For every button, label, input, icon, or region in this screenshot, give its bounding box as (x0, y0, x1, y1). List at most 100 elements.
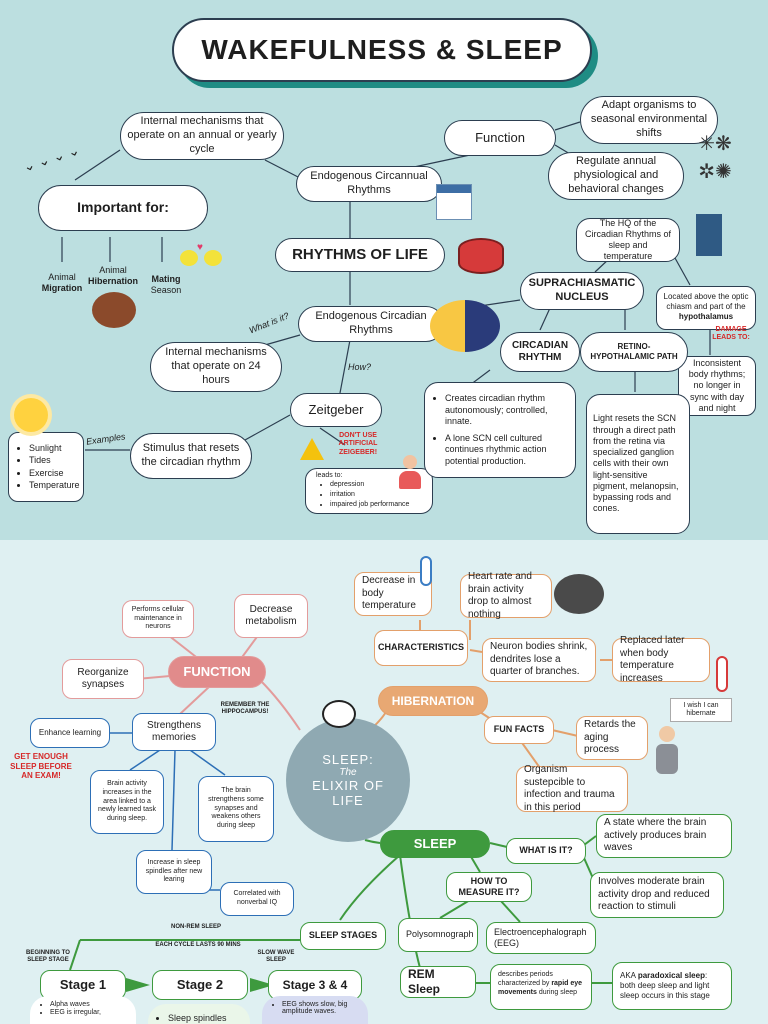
important-for-node: Important for: (38, 185, 208, 231)
what-is-it-node: WHAT IS IT? (506, 838, 586, 864)
reorganize-synapses: Reorganize synapses (62, 659, 144, 699)
stimulus-node: Stimulus that resets the circadian rhyth… (130, 433, 252, 479)
scn-location-node: Located above the optic chiasm and part … (656, 286, 756, 330)
rht-desc: Light resets the SCN through a direct pa… (586, 394, 690, 534)
annual-desc-node: Internal mechanisms that operate on an a… (120, 112, 284, 160)
hibernation-header: HIBERNATION (378, 686, 488, 716)
retino-hypothalamic-node: RETINO-HYPOTHALAMIC PATH (580, 332, 688, 372)
rem-sleep-node: REM Sleep (400, 966, 476, 998)
example-item: Temperature (29, 480, 80, 491)
what-item-activity: Involves moderate brain activity drop an… (590, 872, 724, 918)
stage2-details: Sleep spindles (148, 1004, 250, 1024)
old-person-icon (652, 726, 682, 776)
function-item-1: Adapt organisms to seasonal environmenta… (580, 96, 718, 144)
stage-1: Stage 1 (40, 970, 126, 1000)
cr-item: A lone SCN cell cultured continues rhyth… (445, 433, 569, 467)
stage3-item: EEG shows slow, big amplitude waves. (282, 1001, 362, 1015)
example-item: Tides (29, 455, 80, 466)
leads-item: depression (330, 481, 409, 490)
cycle-label: EACH CYCLE LASTS 90 MINS (155, 942, 241, 948)
fun-item-infection: Organism sustepcible to infection and tr… (516, 764, 628, 813)
correlated-iq: Correlated with nonverbal IQ (220, 882, 294, 916)
wish-hibernate: I wish I can hibernate (670, 698, 732, 722)
bear-icon (92, 292, 136, 328)
beginning-label: BEGINNING TO SLEEP STAGE (26, 950, 70, 964)
stage2-item: Sleep spindles (168, 1013, 244, 1023)
sleep-elixir-center: SLEEP: The ELIXIR OF LIFE (286, 718, 410, 842)
thermometer-up-icon (716, 656, 728, 692)
non-rem-label: NON-REM SLEEP (170, 924, 221, 930)
sleep-spindles-increase: Increase in sleep spindles after new lea… (136, 850, 212, 894)
leads-item: irritation (330, 491, 409, 500)
brain-icon (554, 574, 604, 614)
zeitgeber-node: Zeitgeber (290, 393, 382, 427)
decrease-metabolism: Decrease metabolism (234, 594, 308, 638)
sleep-stages-node: SLEEP STAGES (300, 922, 386, 950)
building-icon (696, 214, 722, 256)
char-item-replaced: Replaced later when body temperature inc… (612, 635, 710, 684)
thermometer-down-icon (420, 556, 432, 586)
scn-node: SUPRACHIASMATIC NUCLEUS (520, 272, 644, 310)
stage-2: Stage 2 (152, 970, 248, 1000)
leads-to-label: leads to: (316, 471, 343, 479)
scn-hq-node: The HQ of the Circadian Rhythms of sleep… (576, 218, 680, 262)
circadian-rhythm-node: CIRCADIAN RHYTHM (500, 332, 580, 372)
what-item-brainwaves: A state where the brain actively produce… (596, 814, 732, 858)
stressed-person-icon (398, 455, 422, 493)
eeg: Electroencephalograph (EEG) (486, 922, 596, 954)
sleep-header: SLEEP (380, 830, 490, 858)
how-label: How? (348, 362, 372, 372)
sun-icon (14, 398, 48, 432)
center-line3: ELIXIR OF LIFE (312, 778, 384, 808)
center-line2: The (339, 767, 357, 778)
char-item-heartrate: Heart rate and brain activity drop to al… (460, 571, 552, 620)
remember-hippocampus: REMEMBER THE HIPPOCAMPUS! (220, 702, 270, 716)
rhythms-of-life-node: RHYTHMS OF LIFE (275, 238, 445, 272)
strengthens-memories: Strengthens memories (132, 713, 216, 751)
lovebirds-icon: ♥ (180, 242, 226, 270)
sun-moon-icon (430, 300, 500, 352)
fun-facts-node: FUN FACTS (484, 716, 554, 744)
calendar-icon (436, 184, 472, 220)
page-title: WAKEFULNESS & SLEEP (172, 18, 592, 82)
circannual-node: Endogenous Circannual Rhythms (296, 166, 442, 202)
polysomnograph: Polysomnograph (398, 918, 478, 952)
season-icon: ✳❋✲✺ (698, 133, 732, 183)
brain-activity-increase: Brain activity increases in the area lin… (90, 770, 164, 834)
circadian-node: Endogenous Circadian Rhythms (298, 306, 444, 342)
warning-icon (300, 438, 324, 460)
cellular-maintenance: Performs cellular maintenance in neurons (122, 600, 194, 638)
how-measure-node: HOW TO MEASURE IT? (446, 872, 532, 902)
char-item-temp: Decrease in body temperature (354, 572, 432, 616)
function-item-2: Regulate annual physiological and behavi… (548, 152, 684, 200)
damage-result-node: Inconsistent body rhythms; no longer in … (678, 356, 756, 416)
drum-icon (458, 238, 504, 274)
damage-label: DAMAGE LEADS TO: (712, 326, 750, 342)
cr-item: Creates circadian rhythm autonomously; c… (445, 393, 569, 427)
panda-icon (322, 700, 356, 728)
leads-to-box: leads to: depression irritation impaired… (305, 468, 433, 514)
circadian-rhythm-desc: Creates circadian rhythm autonomously; c… (424, 382, 576, 478)
rem-aka: AKA paradoxical sleep: both deep sleep a… (612, 962, 732, 1010)
examples-list: Sunlight Tides Exercise Temperature (8, 432, 84, 502)
leads-item: impaired job performance (330, 501, 409, 510)
stage1-details: Alpha waves EEG is irregular, (30, 996, 136, 1024)
center-line1: SLEEP: (322, 752, 374, 767)
slow-wave-label: SLOW WAVE SLEEP (257, 950, 295, 964)
example-item: Sunlight (29, 443, 80, 454)
enhance-learning: Enhance learning (30, 718, 110, 748)
example-item: Exercise (29, 468, 80, 479)
stage1-item: Alpha waves (50, 1001, 130, 1008)
function-node: Function (444, 120, 556, 156)
stage1-item: EEG is irregular, (50, 1009, 130, 1016)
brain-strengthens: The brain strengthens some synapses and … (198, 776, 274, 842)
dont-use-warning: DON'T USE ARTIFICIAL ZEIGEBER! (338, 432, 378, 456)
daily-desc-node: Internal mechanisms that operate on 24 h… (150, 342, 282, 392)
rem-description: describes periods characterized by rapid… (490, 964, 592, 1010)
get-enough-sleep: GET ENOUGH SLEEP BEFORE AN EXAM! (10, 752, 72, 781)
fun-item-aging: Retards the aging process (576, 716, 648, 760)
